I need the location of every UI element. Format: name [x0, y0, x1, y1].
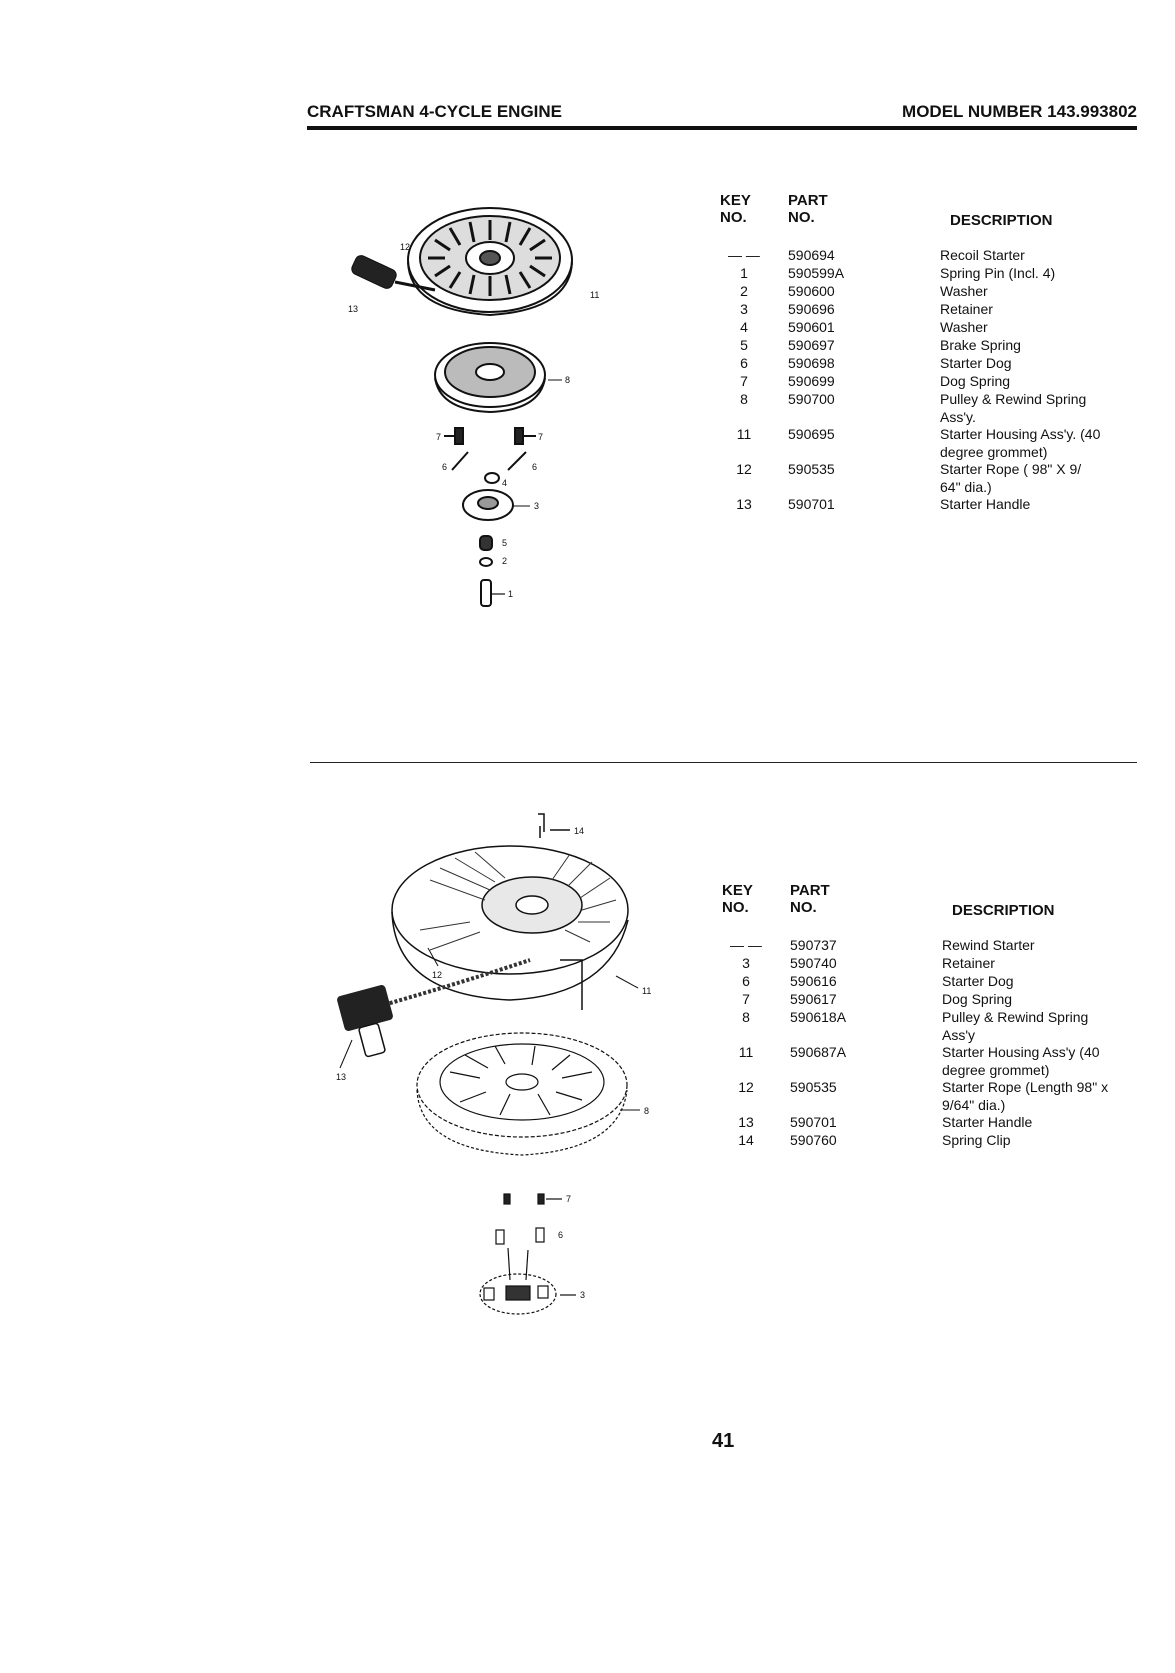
retainer-drawing [462, 489, 514, 521]
page-number: 41 [712, 1430, 735, 1452]
rewind-housing-drawing [391, 845, 629, 1010]
callout-3: 3 [580, 1290, 585, 1300]
rewind-pulley-drawing [416, 1032, 628, 1156]
starter-handle-drawing [351, 255, 436, 292]
callout-13: 13 [348, 304, 358, 314]
callout-13: 13 [336, 1072, 346, 1082]
col-head-part: PART NO. [788, 192, 828, 226]
callout-6a: 6 [442, 462, 447, 472]
rewind-housing-fins-drawing [419, 851, 617, 951]
callout-6b: 6 [532, 462, 537, 472]
rewind-rope-handle-drawing [337, 958, 531, 1058]
recoil-starter-diagram: 12 13 11 8 7 7 6 6 4 3 5 2 1 [348, 207, 599, 607]
callout-11: 11 [642, 986, 651, 996]
rewind-starter-diagram: 14 11 12 13 8 7 6 3 [336, 813, 651, 1315]
col-head-part: PART NO. [790, 882, 830, 916]
callout-8: 8 [565, 375, 570, 385]
rewind-retainer-drawing [479, 1247, 576, 1315]
col-head-description: DESCRIPTION [950, 212, 1053, 229]
callout-4: 4 [502, 478, 507, 488]
callout-7a: 7 [436, 432, 441, 442]
housing-fins-drawing [428, 220, 552, 296]
callout-7: 7 [566, 1194, 571, 1204]
pulley-drawing [434, 342, 546, 414]
callout-11: 11 [590, 290, 599, 300]
rewind-dogs-drawing [495, 1193, 562, 1245]
callout-7b: 7 [538, 432, 543, 442]
callout-2: 2 [502, 556, 507, 566]
callout-6: 6 [558, 1230, 563, 1240]
col-head-description: DESCRIPTION [952, 902, 1055, 919]
callout-12: 12 [432, 970, 442, 980]
header-title: CRAFTSMAN 4-CYCLE ENGINE [307, 102, 563, 121]
header-model-number: MODEL NUMBER 143.993802 [902, 102, 1137, 121]
col-head-key: KEY NO. [722, 882, 753, 916]
callout-3: 3 [534, 501, 539, 511]
callout-12: 12 [400, 242, 410, 252]
brake-spring-pin-drawing [479, 535, 505, 607]
section-divider [310, 762, 1137, 763]
spring-clip-drawing [538, 813, 570, 838]
callout-8: 8 [644, 1106, 649, 1116]
col-head-key: KEY NO. [720, 192, 751, 226]
starter-dogs-drawing [444, 427, 536, 484]
callout-1: 1 [508, 589, 513, 599]
callout-14: 14 [574, 826, 584, 836]
page-header: CRAFTSMAN 4-CYCLE ENGINE MODEL NUMBER 14… [307, 100, 1137, 130]
callout-5: 5 [502, 538, 507, 548]
